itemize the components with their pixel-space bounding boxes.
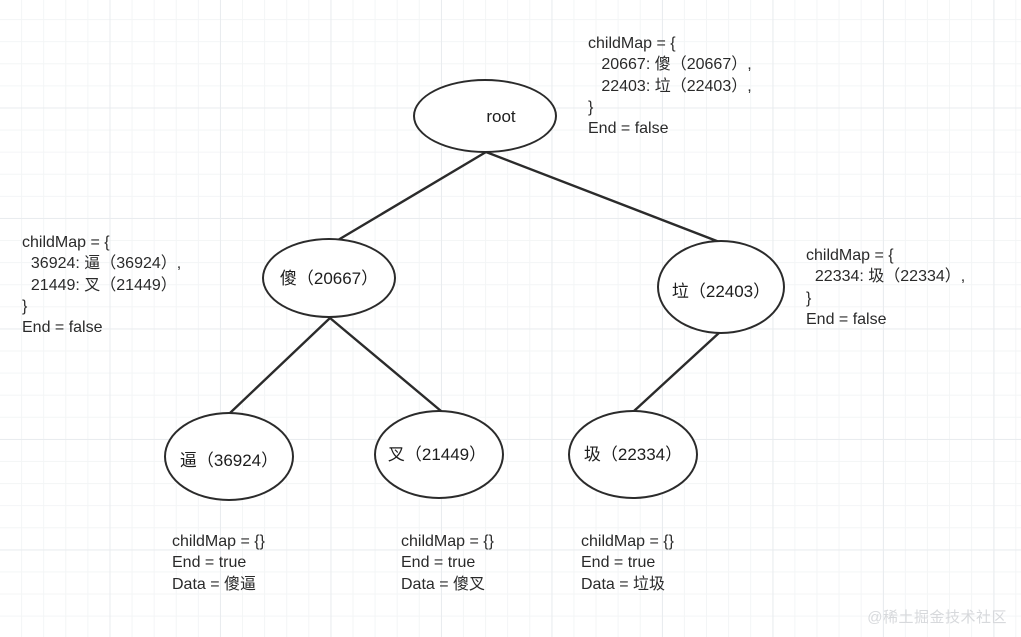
tree-node-label: root bbox=[486, 106, 516, 126]
tree-node-cha[interactable]: 叉（21449） bbox=[374, 410, 504, 499]
annotation-cha-annot: childMap = {} End = true Data = 傻叉 bbox=[401, 533, 494, 593]
edge-root-sha bbox=[331, 150, 488, 245]
tree-node-label: 叉（21449） bbox=[387, 445, 487, 464]
annotation-sha-annot: childMap = { 36924: 逼（36924）, 21449: 叉（2… bbox=[22, 234, 182, 337]
edge-la-ji bbox=[632, 330, 722, 413]
watermark: @稀土掘金技术社区 bbox=[867, 609, 1007, 626]
tree-node-ji[interactable]: 圾（22334） bbox=[568, 410, 698, 499]
tree-node-root[interactable]: root bbox=[413, 79, 557, 153]
tree-node-label: 傻（20667） bbox=[279, 268, 379, 288]
annotation-la-annot: childMap = { 22334: 圾（22334）, } End = fa… bbox=[806, 247, 966, 328]
tree-node-sha[interactable]: 傻（20667） bbox=[262, 238, 396, 318]
edge-sha-cha bbox=[328, 316, 443, 413]
edge-sha-bi bbox=[228, 316, 332, 415]
edge-root-la bbox=[484, 150, 724, 245]
tree-node-la[interactable]: 垃（22403） bbox=[657, 240, 785, 334]
annotation-root-annot: childMap = { 20667: 傻（20667）, 22403: 垃（2… bbox=[588, 35, 752, 138]
annotation-bi-annot: childMap = {} End = true Data = 傻逼 bbox=[172, 533, 265, 593]
tree-node-label: 逼（36924） bbox=[179, 451, 279, 470]
annotation-ji-annot: childMap = {} End = true Data = 垃圾 bbox=[581, 533, 674, 593]
tree-node-label: 垃（22403） bbox=[671, 281, 771, 301]
tree-node-label: 圾（22334） bbox=[583, 445, 683, 464]
tree-node-bi[interactable]: 逼（36924） bbox=[164, 412, 294, 501]
